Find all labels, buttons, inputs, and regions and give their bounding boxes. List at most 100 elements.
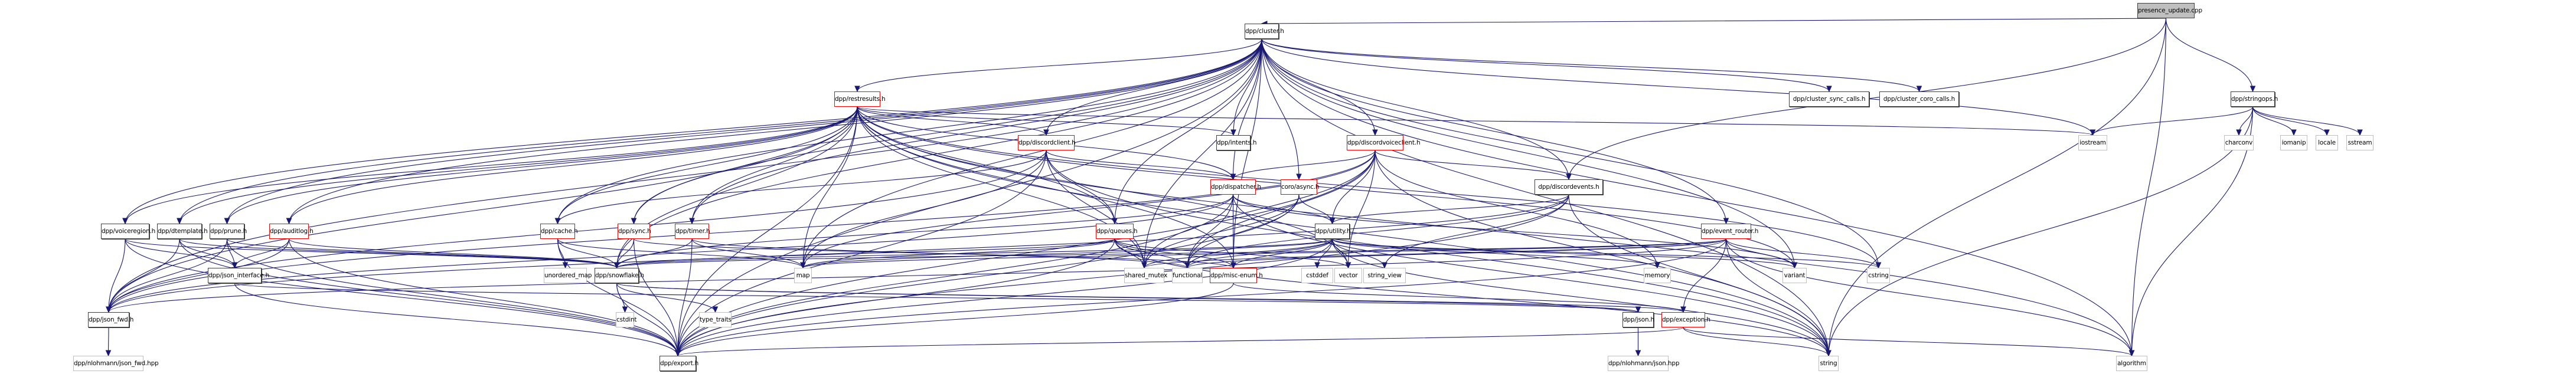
arrowhead-icon	[2291, 129, 2297, 136]
node-export[interactable]: dpp/export.h	[659, 356, 698, 371]
edge-cluster-to-async	[1261, 38, 1300, 180]
node-dispatcher[interactable]: dpp/dispatcher.h	[1210, 179, 1261, 195]
node-voiceregion[interactable]: dpp/voiceregion.h	[101, 224, 155, 239]
edge-cluster-to-export	[677, 38, 1262, 356]
edge-utility-to-variant	[1331, 238, 1795, 268]
arrowhead-icon	[1372, 129, 1378, 136]
edge-cluster-to-cluster_coro_calls	[1261, 38, 1920, 92]
edge-queues-to-snowflake	[616, 238, 1115, 268]
node-dtemplate[interactable]: dpp/dtemplate.h	[157, 224, 208, 239]
edge-cluster-to-map	[802, 38, 1262, 268]
node-cache[interactable]: dpp/cache.h	[540, 224, 578, 239]
node-charconv: charconv	[2224, 135, 2254, 150]
arrowhead-icon	[1680, 306, 1686, 313]
edge-cluster-to-json_fwd	[108, 38, 1262, 313]
edge-discordvoiceclient-to-map	[802, 150, 1376, 268]
edge-stringops-to-string	[1828, 106, 2254, 356]
edge-auditlog-to-snowflake	[288, 238, 618, 268]
arrowhead-icon	[1230, 262, 1236, 269]
node-event-router[interactable]: dpp/event_router.h	[1701, 224, 1758, 239]
node-stringops[interactable]: dpp/stringops.h	[2231, 91, 2278, 107]
edge-discordclient-to-shared_mutex	[1046, 150, 1145, 268]
edge-event_router-to-algorithm	[1725, 238, 2133, 356]
node-async[interactable]: coro/async.h	[1281, 179, 1320, 195]
edge-timer-to-snowflake	[616, 238, 693, 268]
node-shared-mutex: shared_mutex	[1124, 268, 1167, 283]
edge-restresults-to-cstring	[857, 106, 1879, 268]
node-functional: functional	[1172, 268, 1203, 283]
node-vector: vector	[1334, 268, 1362, 283]
edge-cluster-to-sync	[633, 38, 1262, 224]
node-queues[interactable]: dpp/queues.h	[1096, 224, 1138, 239]
arrowhead-icon	[613, 262, 620, 269]
edge-event_router-to-cstring	[1725, 238, 1879, 268]
node-root[interactable]: presence_update.cpp	[2137, 3, 2202, 18]
node-cluster-coro-calls[interactable]: dpp/cluster_coro_calls.h	[1879, 91, 1959, 107]
edge-dispatcher-to-utility	[1232, 194, 1333, 224]
node-prune[interactable]: dpp/prune.h	[210, 224, 247, 239]
edge-dispatcher-to-json_fwd	[108, 194, 1234, 313]
arrowhead-icon	[286, 218, 292, 225]
edge-cluster-to-prune	[226, 38, 1262, 224]
node-type-traits: type_traits	[699, 312, 732, 327]
edge-cache-to-snowflake	[557, 238, 618, 268]
node-misc-enum[interactable]: dpp/misc-enum.h	[1210, 268, 1263, 283]
edge-restresults-to-voiceregion	[125, 106, 858, 224]
node-nlohmann-json-fwd: dpp/nlohmann/json_fwd.hpp	[73, 356, 159, 371]
edge-utility-to-memory	[1331, 238, 1658, 268]
edge-discordevents-to-json_fwd	[108, 194, 1569, 313]
edge-dispatcher-to-functional	[1187, 194, 1234, 268]
edge-exception-to-string	[1683, 327, 1829, 356]
arrowhead-icon	[2249, 86, 2256, 93]
arrowhead-icon	[800, 262, 806, 269]
edge-discordclient-to-queues	[1046, 150, 1115, 224]
node-variant: variant	[1782, 268, 1807, 283]
arrowhead-icon	[177, 218, 182, 225]
node-timer[interactable]: dpp/timer.h	[675, 224, 710, 239]
edge-exception-to-export	[677, 327, 1684, 356]
edge-dtemplate-to-snowflake	[179, 238, 618, 268]
edge-discordclient-to-dispatcher	[1046, 150, 1234, 180]
edge-cluster-to-restresults	[857, 38, 1262, 92]
node-utility[interactable]: dpp/utility.h	[1315, 224, 1350, 239]
node-json[interactable]: dpp/json.h	[1622, 312, 1654, 327]
edge-dtemplate-to-export	[179, 238, 678, 356]
node-snowflake[interactable]: dpp/snowflake.h	[595, 268, 644, 283]
arrowhead-icon	[1230, 173, 1236, 181]
node-cluster-sync-calls[interactable]: dpp/cluster_sync_calls.h	[1789, 91, 1869, 107]
edge-sync-to-export	[633, 238, 678, 356]
node-auditlog[interactable]: dpp/auditlog.h	[269, 224, 314, 239]
node-json-interface[interactable]: dpp/json_interface.h	[208, 268, 269, 283]
edge-cluster-to-event_router	[1261, 38, 1727, 224]
edge-discordvoiceclient-to-vector	[1347, 150, 1376, 268]
edge-utility-to-cstring	[1331, 238, 1879, 268]
node-json-fwd[interactable]: dpp/json_fwd.h	[88, 312, 133, 327]
arrowhead-icon	[1916, 86, 1922, 93]
edge-voiceregion-to-snowflake	[125, 238, 618, 268]
node-exception[interactable]: dpp/exception.h	[1661, 312, 1710, 327]
node-intents[interactable]: dpp/intents.h	[1216, 135, 1257, 150]
edge-dispatcher-to-misc_enum	[1232, 194, 1234, 268]
arrowhead-icon	[622, 306, 628, 313]
node-sync[interactable]: dpp/sync.h	[618, 224, 651, 239]
edge-stringops-to-iostream	[2092, 106, 2254, 136]
node-cluster[interactable]: dpp/cluster.h	[1245, 24, 1284, 39]
node-cstdint: cstdint	[616, 312, 637, 327]
arrowhead-icon	[224, 218, 230, 225]
node-restresults[interactable]: dpp/restresults.h	[834, 91, 886, 107]
edge-cluster-to-dispatcher	[1232, 38, 1262, 180]
arrowhead-icon	[2089, 129, 2096, 136]
edge-restresults-to-iostream	[857, 106, 2094, 136]
edge-cluster-to-shared_mutex	[1144, 38, 1262, 268]
node-discordevents[interactable]: dpp/discordevents.h	[1535, 179, 1603, 195]
arrowhead-icon	[554, 218, 561, 225]
node-cstddef: cstddef	[1301, 268, 1333, 283]
edge-queues-to-misc_enum	[1114, 238, 1234, 268]
edge-restresults-to-timer	[691, 106, 858, 224]
node-algorithm: algorithm	[2116, 356, 2147, 371]
node-discordvoiceclient[interactable]: dpp/discordvoiceclient.h	[1347, 135, 1421, 150]
node-cstring: cstring	[1867, 268, 1890, 283]
edge-misc_enum-to-export	[677, 283, 1234, 356]
arrowhead-icon	[1791, 262, 1798, 269]
node-discordclient[interactable]: dpp/discordclient.h	[1018, 135, 1076, 150]
